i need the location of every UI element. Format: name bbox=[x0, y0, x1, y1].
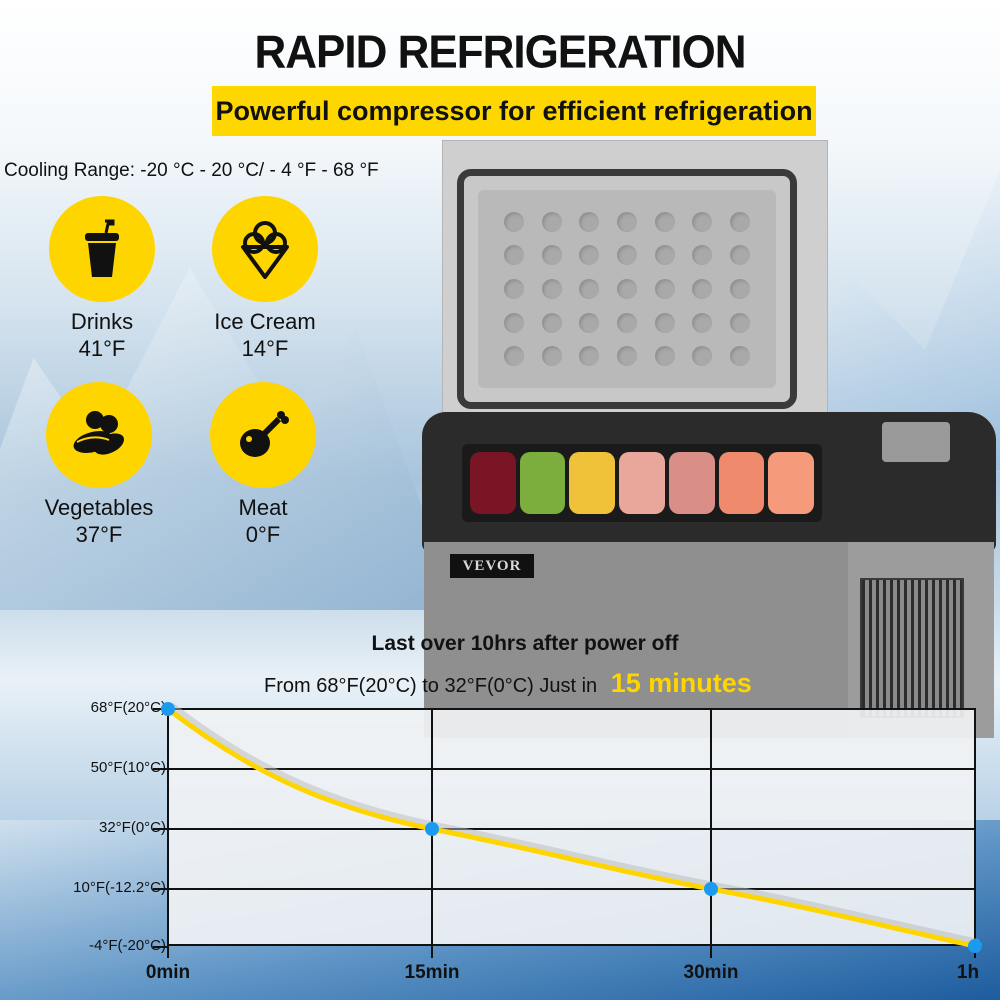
meat-drumstick-icon bbox=[210, 382, 316, 488]
subtitle-banner: Powerful compressor for efficient refrig… bbox=[212, 86, 816, 136]
data-point-1h bbox=[968, 939, 982, 953]
control-panel bbox=[882, 422, 950, 462]
vegetables-icon bbox=[46, 382, 152, 488]
food-name: Meat bbox=[238, 495, 288, 520]
y-tick bbox=[153, 946, 167, 948]
chart-headline: Last over 10hrs after power off bbox=[371, 632, 679, 655]
lid-gasket bbox=[457, 169, 797, 409]
ice-cream-icon bbox=[212, 196, 318, 302]
gridline-10f bbox=[169, 888, 974, 890]
food-temp: 14°F bbox=[241, 336, 289, 361]
vent-grille bbox=[860, 578, 964, 718]
x-tick bbox=[167, 946, 169, 958]
food-name: Vegetables bbox=[44, 495, 154, 520]
data-point-15min bbox=[425, 822, 439, 836]
data-point-30min bbox=[704, 882, 718, 896]
fridge-product-image: VEVOR bbox=[420, 138, 1000, 738]
brand-logo: VEVOR bbox=[450, 554, 534, 578]
food-temp: 0°F bbox=[245, 522, 281, 547]
drink-cup-icon bbox=[49, 196, 155, 302]
food-item-ice-cream: Ice Cream 14°F bbox=[195, 196, 335, 362]
y-label: 32°F(0°C) bbox=[98, 819, 166, 836]
x-label: 0min bbox=[145, 962, 191, 983]
y-label: -4°F(-20°C) bbox=[89, 937, 166, 954]
x-label: 1h bbox=[956, 962, 980, 983]
y-tick bbox=[153, 828, 167, 830]
x-label: 15min bbox=[404, 962, 460, 983]
food-name: Drinks bbox=[70, 309, 134, 334]
food-item-meat: Meat 0°F bbox=[193, 382, 333, 548]
x-label: 30min bbox=[683, 962, 739, 983]
food-temp: 41°F bbox=[78, 336, 126, 361]
gridline-32f bbox=[169, 828, 974, 830]
page-title: RAPID REFRIGERATION bbox=[254, 26, 746, 79]
chart-plot-area bbox=[167, 708, 976, 946]
food-tray bbox=[462, 444, 822, 522]
food-item-drinks: Drinks 41°F bbox=[32, 196, 172, 362]
fridge-lid bbox=[442, 140, 828, 430]
y-tick bbox=[153, 888, 167, 890]
subline-text: From 68°F(20°C) to 32°F(0°C) Just in bbox=[264, 675, 598, 697]
gridline-30min bbox=[710, 710, 712, 944]
gridline-50f bbox=[169, 768, 974, 770]
cooling-range-text: Cooling Range: -20 °C - 20 °C/ - 4 °F - … bbox=[4, 160, 379, 181]
food-item-vegetables: Vegetables 37°F bbox=[29, 382, 169, 548]
chart-subline: From 68°F(20°C) to 32°F(0°C) Just in 15 … bbox=[264, 668, 752, 699]
food-temp: 37°F bbox=[75, 522, 123, 547]
lid-inner-pattern bbox=[478, 190, 776, 388]
food-name: Ice Cream bbox=[214, 309, 316, 334]
y-label: 50°F(10°C) bbox=[90, 759, 166, 776]
data-point-0min bbox=[161, 702, 175, 716]
y-tick bbox=[153, 708, 167, 710]
y-label: 68°F(20°C) bbox=[90, 699, 166, 716]
y-tick bbox=[153, 768, 167, 770]
highlight-time: 15 minutes bbox=[610, 668, 752, 698]
x-tick bbox=[710, 946, 712, 958]
x-tick bbox=[431, 946, 433, 958]
y-label: 10°F(-12.2°C) bbox=[73, 879, 166, 896]
